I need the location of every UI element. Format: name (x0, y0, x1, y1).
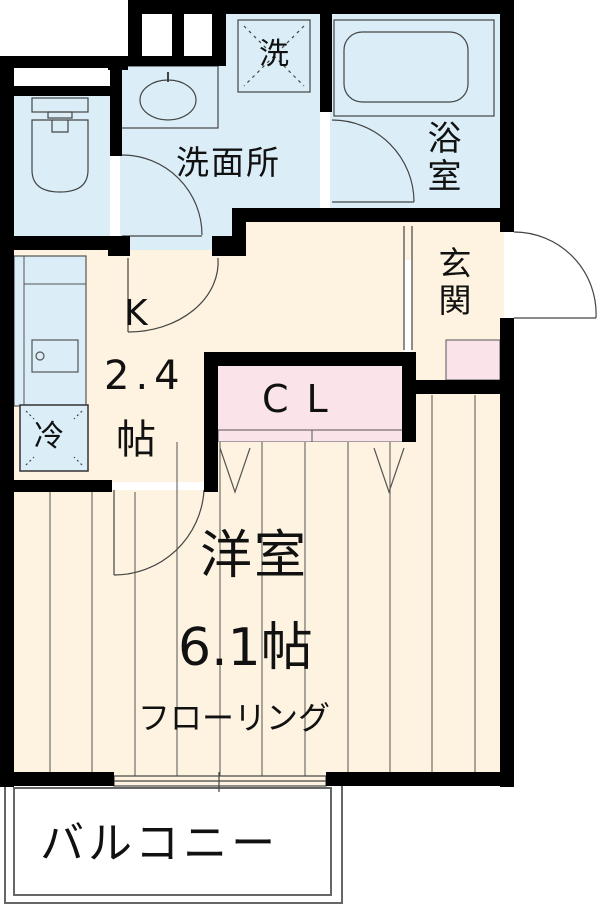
shaft-1 (142, 14, 172, 56)
shaft-2 (184, 14, 212, 56)
entrance-label: 玄関 (433, 246, 472, 320)
balcony-area (4, 779, 343, 904)
closet-door-marks (219, 447, 405, 494)
flooring-label: フローリング (138, 699, 331, 737)
washer-label: 洗 (259, 37, 289, 72)
walls (0, 0, 514, 787)
bathroom-label: 浴室 (421, 120, 461, 196)
kitchen-label: K (124, 293, 148, 334)
washroom-label: 洗面所 (176, 143, 281, 182)
fridge-label: 冷 (34, 419, 64, 454)
kitchen-size: 2.4 (104, 353, 186, 399)
kitchen-unit: 帖 (116, 417, 156, 463)
western-room-label: 洋室 (200, 526, 309, 586)
balcony-label: バルコニー (40, 818, 280, 869)
flooring-lines (49, 395, 476, 776)
closet-label: CL (262, 377, 346, 421)
toilet-window (14, 68, 108, 84)
fixtures (25, 19, 597, 792)
western-room-size: 6.1帖 (178, 618, 313, 678)
